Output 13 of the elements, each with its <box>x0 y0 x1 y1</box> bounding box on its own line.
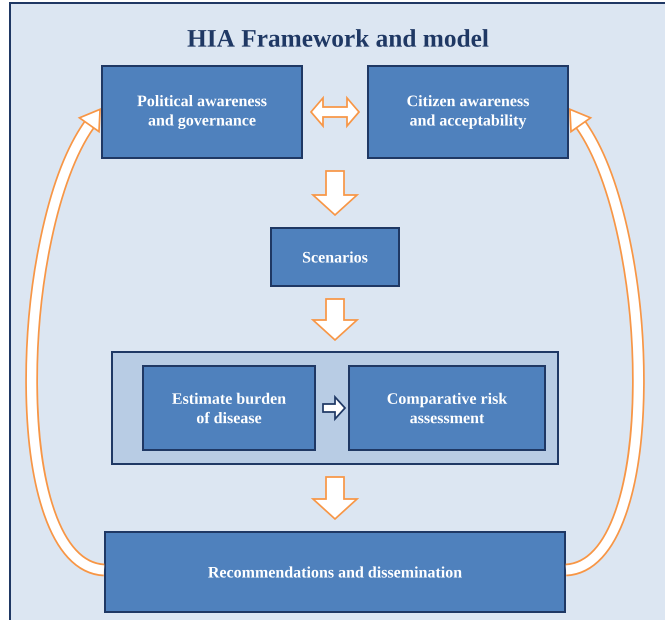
block-arrow <box>322 394 346 422</box>
block-arrow <box>310 476 360 520</box>
process-box: Citizen awareness and acceptability <box>367 65 569 159</box>
process-box: Scenarios <box>270 227 400 287</box>
title: HIA Framework and model <box>188 29 488 47</box>
process-box: Comparative risk assessment <box>348 365 546 451</box>
process-box: Political awareness and governance <box>101 65 303 159</box>
curved-arrow <box>25 108 106 576</box>
curved-arrow <box>564 108 645 576</box>
block-arrow <box>310 170 360 216</box>
process-box: Recommendations and dissemination <box>104 531 566 613</box>
block-arrow <box>310 298 360 342</box>
process-box: Estimate burden of disease <box>142 365 316 451</box>
